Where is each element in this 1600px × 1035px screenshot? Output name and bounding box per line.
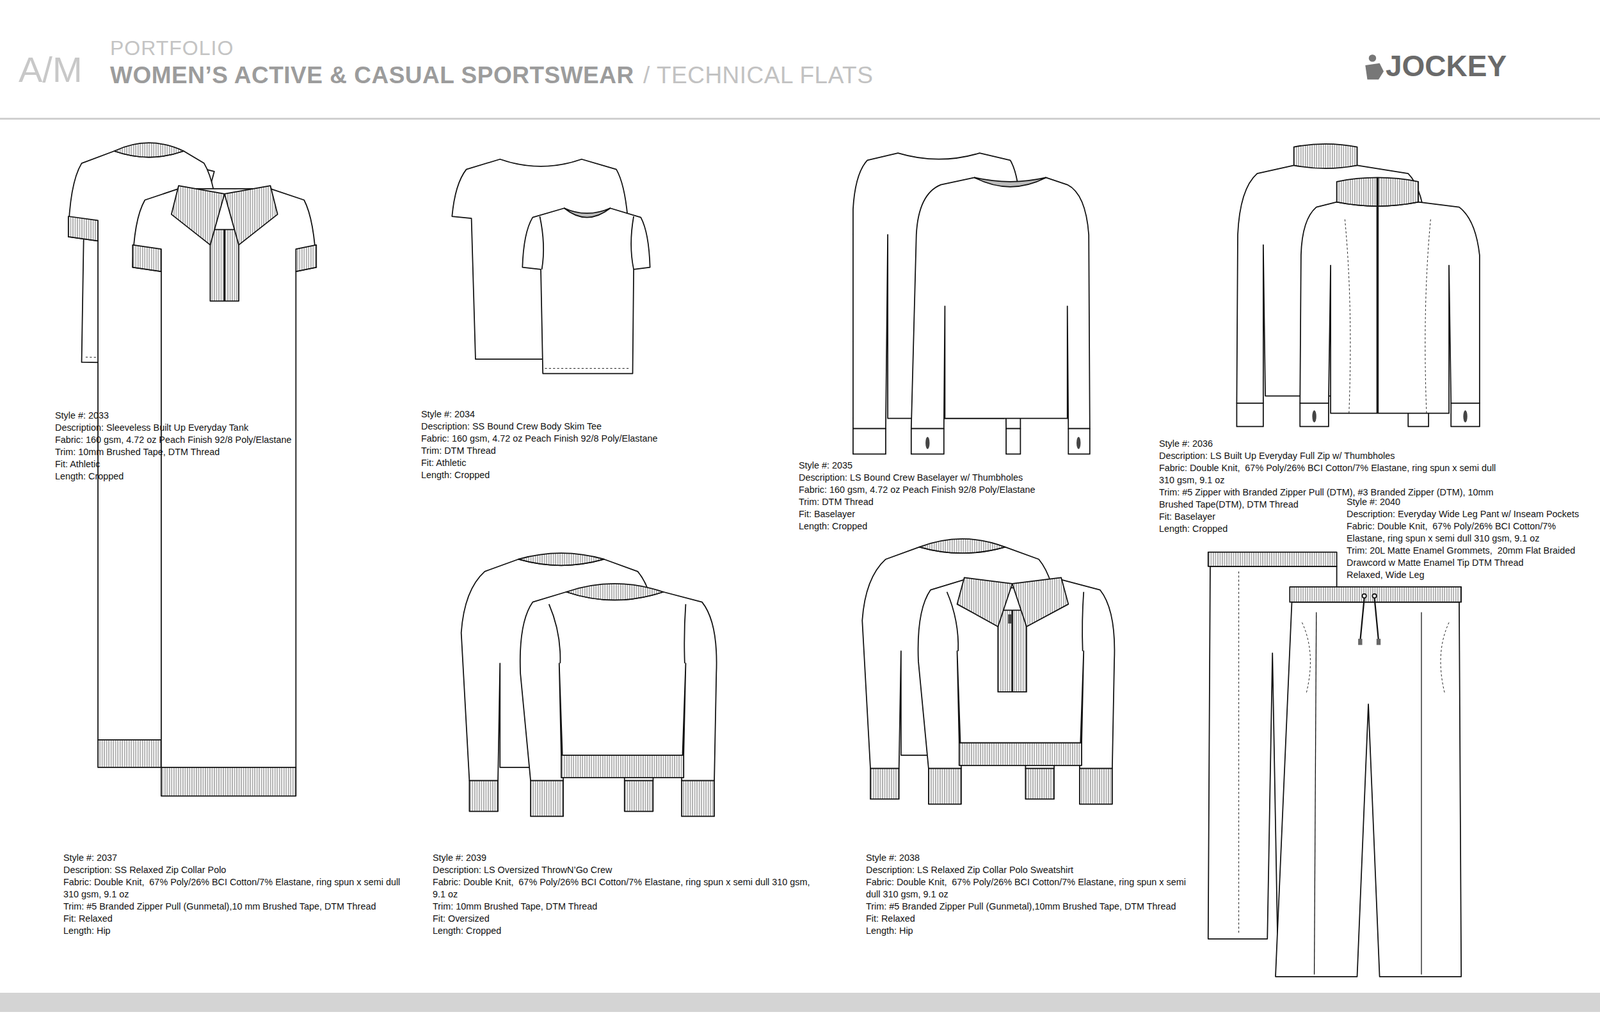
style-number: Style #: 2036 <box>1159 437 1508 450</box>
header-rule <box>0 117 1600 120</box>
spec-line: Fabric: 160 gsm, 4.72 oz Peach Finish 92… <box>421 432 767 445</box>
spec-line: Length: Cropped <box>421 469 767 482</box>
text-block: Style #: 2034Description: SS Bound Crew … <box>421 408 767 482</box>
spec-line: Trim: #5 Zipper with Branded Zipper Pull… <box>1159 486 1508 511</box>
footer-bar <box>0 992 1600 1012</box>
spec-line: Fit: Athletic <box>55 458 376 471</box>
style-number: Style #: 2040 <box>1346 496 1595 509</box>
spec-line: Fabric: Double Knit, 67% Poly/26% BCI Co… <box>432 876 817 901</box>
logo-icon <box>1365 54 1384 80</box>
text-block: Style #: 2035Description: LS Bound Crew … <box>798 459 1145 533</box>
spec-line: Description: SS Bound Crew Body Skim Tee <box>421 420 767 433</box>
page-subtitle: / TECHNICAL FLATS <box>643 62 873 89</box>
spec-line: Fabric: Double Knit, 67% Poly/26% BCI Co… <box>1346 520 1595 545</box>
spec-line: Length: Cropped <box>55 470 376 483</box>
text-block: Style #: 2033Description: Sleeveless Bui… <box>55 409 376 483</box>
spec-line: Fit: Relaxed <box>865 912 1202 925</box>
portfolio-mark: A/M <box>18 49 83 90</box>
oversized-crew-front <box>520 583 717 817</box>
tee-front <box>522 208 650 374</box>
ls-crew-front <box>911 177 1090 454</box>
spec-line: Length: Hip <box>865 924 1202 937</box>
spec-line: Relaxed, Wide Leg <box>1346 568 1595 582</box>
text-block: Style #: 2036Description: LS Built Up Ev… <box>1159 437 1508 536</box>
spec-line: Fabric: Double Knit, 67% Poly/26% BCI Co… <box>865 876 1202 901</box>
spec-line: Description: LS Built Up Everyday Full Z… <box>1159 449 1508 463</box>
spec-line: Fit: Relaxed <box>63 912 413 925</box>
spec-line: Trim: 20L Matte Enamel Grommets, 20mm Fl… <box>1346 544 1595 569</box>
text-block: WOMEN’S ACTIVE & CASUAL SPORTSWEAR <box>110 62 635 89</box>
sweatshirt-front <box>918 577 1115 804</box>
spec-line: Fit: Baselayer <box>798 508 1145 521</box>
text-block: Style #: 2037Description: SS Relaxed Zip… <box>63 851 413 937</box>
spec-line: Fabric: 160 gsm, 4.72 oz Peach Finish 92… <box>798 483 1145 496</box>
spec-line: Description: LS Relaxed Zip Collar Polo … <box>865 864 1202 877</box>
polo-front <box>132 185 317 796</box>
spec-line: Trim: #5 Branded Zipper Pull (Gunmetal),… <box>865 900 1202 913</box>
portfolio-word: PORTFOLIO <box>110 37 234 60</box>
spec-line: Description: Sleeveless Built Up Everyda… <box>55 421 376 434</box>
text-block: Style #: 2039Description: LS Oversized T… <box>432 851 817 937</box>
spec-line: Fabric: Double Knit, 67% Poly/26% BCI Co… <box>63 876 413 901</box>
spec-line: Trim: DTM Thread <box>421 444 767 457</box>
spec-line: Trim: 10mm Brushed Tape, DTM Thread <box>55 446 376 459</box>
spec-line: Trim: DTM Thread <box>798 496 1145 509</box>
spec-line: Trim: #5 Branded Zipper Pull (Gunmetal),… <box>63 900 413 913</box>
text-block: A/M <box>18 49 83 90</box>
spec-line: Fabric: Double Knit, 67% Poly/26% BCI Co… <box>1159 462 1508 487</box>
text-block: / TECHNICAL FLATS <box>643 62 873 89</box>
spec-line: Fit: Athletic <box>421 456 767 470</box>
text-block: Style #: 2038Description: LS Relaxed Zip… <box>865 851 1202 937</box>
full-zip-front <box>1299 177 1480 427</box>
text-block: Style #: 2040Description: Everyday Wide … <box>1346 496 1595 582</box>
spec-line: Fit: Oversized <box>432 912 817 925</box>
spec-line: Description: SS Relaxed Zip Collar Polo <box>63 864 413 877</box>
spec-line: Description: LS Bound Crew Baselayer w/ … <box>798 471 1145 484</box>
text-block: PORTFOLIO <box>110 37 234 60</box>
style-number: Style #: 2033 <box>55 409 376 422</box>
spec-line: Fabric: 160 gsm, 4.72 oz Peach Finish 92… <box>55 433 376 447</box>
pants-front <box>1275 586 1462 977</box>
style-number: Style #: 2038 <box>865 851 1202 864</box>
spec-line: Length: Cropped <box>432 924 817 937</box>
spec-line: Description: LS Oversized ThrowN’Go Crew <box>432 864 817 877</box>
spec-line: Description: Everyday Wide Leg Pant w/ I… <box>1346 508 1595 521</box>
spec-line: Trim: 10mm Brushed Tape, DTM Thread <box>432 900 817 913</box>
style-number: Style #: 2035 <box>798 459 1145 472</box>
brand-logo: JOCKEY <box>1385 49 1507 83</box>
page-title: WOMEN’S ACTIVE & CASUAL SPORTSWEAR <box>110 62 635 89</box>
spec-line: Length: Hip <box>63 924 413 937</box>
style-number: Style #: 2039 <box>432 851 817 864</box>
style-number: Style #: 2037 <box>63 851 413 864</box>
style-number: Style #: 2034 <box>421 408 767 421</box>
text-block: JOCKEY <box>1385 49 1507 83</box>
spec-line: Length: Cropped <box>798 520 1145 533</box>
